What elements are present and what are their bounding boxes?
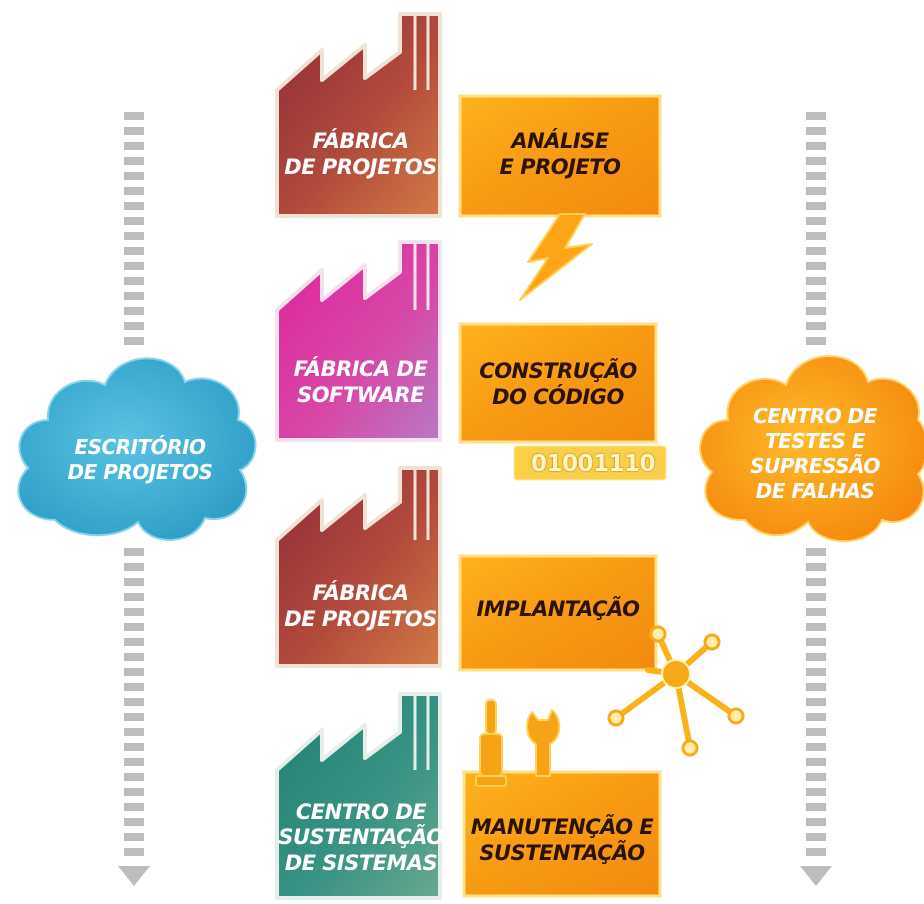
arrow-dash <box>806 653 826 661</box>
arrow-dash <box>806 683 826 691</box>
arrow-dash <box>124 322 144 330</box>
arrow-dash <box>806 548 826 556</box>
arrow-dash <box>806 698 826 706</box>
factory-1-shape <box>275 12 442 218</box>
arrow-dash <box>124 833 144 841</box>
arrow-dash <box>806 262 826 270</box>
arrow-head-icon <box>118 866 150 886</box>
arrow-dash <box>806 157 826 165</box>
arrow-dash <box>124 232 144 240</box>
arrow-dash <box>806 307 826 315</box>
arrow-dash <box>806 743 826 751</box>
arrow-dash <box>806 818 826 826</box>
arrow-dash <box>806 172 826 180</box>
binary-code-label: 01001110 <box>530 451 656 477</box>
tools-icon <box>475 699 561 787</box>
arrow-dash <box>806 202 826 210</box>
arrow-dash <box>806 232 826 240</box>
arrow-dash <box>124 608 144 616</box>
arrow-dash <box>806 142 826 150</box>
arrow-dash <box>806 187 826 195</box>
right-cloud-shape <box>699 355 924 543</box>
arrow-dash <box>124 202 144 210</box>
left-cloud-shape <box>17 357 257 541</box>
arrow-dash <box>806 728 826 736</box>
lightning-bolt-icon <box>519 213 593 301</box>
arrow-dash <box>806 578 826 586</box>
arrow-dash <box>124 848 144 856</box>
arrow-dash <box>124 563 144 571</box>
arrow-dash <box>124 623 144 631</box>
arrow-dash <box>806 608 826 616</box>
arrow-dash <box>124 217 144 225</box>
arrow-dash <box>806 127 826 135</box>
arrow-dash <box>124 758 144 766</box>
arrow-dash <box>806 623 826 631</box>
arrow-dash <box>124 292 144 300</box>
activity-1-box <box>458 94 662 301</box>
arrow-dash <box>124 127 144 135</box>
arrow-dash <box>124 788 144 796</box>
left-flow-arrow <box>118 112 150 886</box>
arrow-dash <box>806 803 826 811</box>
factory-4-shape <box>275 692 442 900</box>
arrow-dash <box>806 668 826 676</box>
arrow-dash <box>124 187 144 195</box>
arrow-dash <box>124 307 144 315</box>
arrow-dash <box>124 142 144 150</box>
activity-2-box <box>458 322 667 481</box>
arrow-dash <box>124 277 144 285</box>
arrow-dash <box>806 217 826 225</box>
arrow-dash <box>124 713 144 721</box>
arrow-dash <box>806 593 826 601</box>
arrow-head-icon <box>800 866 832 886</box>
arrow-dash <box>124 668 144 676</box>
binary-code-icon <box>513 445 667 481</box>
arrow-dash <box>806 322 826 330</box>
arrow-dash <box>124 743 144 751</box>
right-flow-arrow <box>800 112 832 886</box>
arrow-dash <box>806 563 826 571</box>
arrow-dash <box>124 548 144 556</box>
arrow-dash <box>124 578 144 586</box>
activity-3-box <box>458 554 745 757</box>
activity-4-box <box>462 699 662 898</box>
factory-2-shape <box>275 240 442 442</box>
factory-3-shape <box>275 466 442 668</box>
arrow-dash <box>124 157 144 165</box>
arrow-dash <box>124 653 144 661</box>
arrow-dash <box>124 337 144 345</box>
arrow-dash <box>806 713 826 721</box>
arrow-dash <box>124 728 144 736</box>
arrow-dash <box>806 833 826 841</box>
arrow-dash <box>124 247 144 255</box>
arrow-dash <box>124 112 144 120</box>
arrow-dash <box>124 818 144 826</box>
arrow-dash <box>124 698 144 706</box>
arrow-dash <box>124 262 144 270</box>
arrow-dash <box>124 172 144 180</box>
arrow-dash <box>124 773 144 781</box>
arrow-dash <box>806 773 826 781</box>
arrow-dash <box>806 638 826 646</box>
arrow-dash <box>806 112 826 120</box>
arrow-dash <box>806 848 826 856</box>
arrow-dash <box>806 337 826 345</box>
arrow-dash <box>806 758 826 766</box>
arrow-dash <box>806 788 826 796</box>
arrow-dash <box>124 593 144 601</box>
network-node-icon <box>607 625 745 757</box>
arrow-dash <box>806 292 826 300</box>
arrow-dash <box>806 277 826 285</box>
arrow-dash <box>806 247 826 255</box>
arrow-dash <box>124 638 144 646</box>
arrow-dash <box>124 803 144 811</box>
arrow-dash <box>124 683 144 691</box>
